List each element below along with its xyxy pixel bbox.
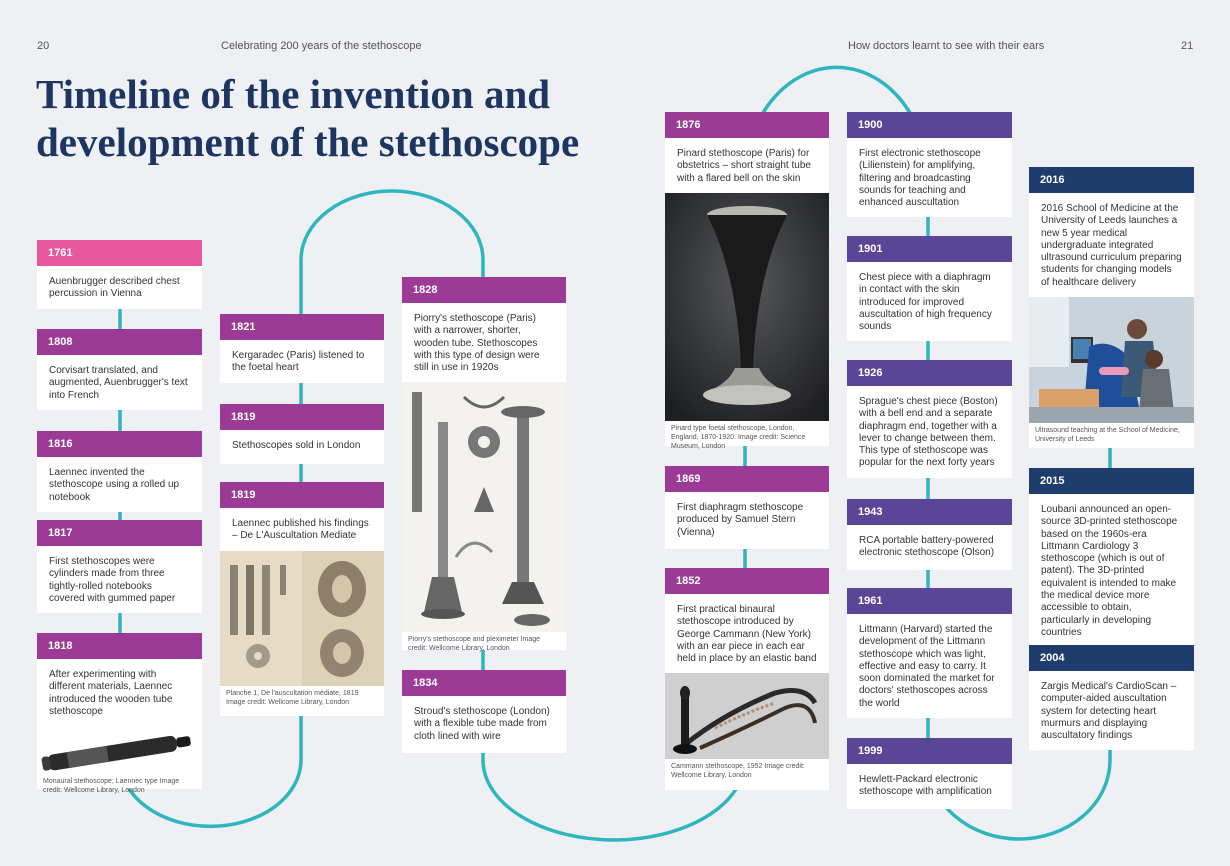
event-text: Piorry's stethoscope (Paris) with a narr… — [402, 303, 566, 382]
event-card-1834: 1834 Stroud's stethoscope (London) with … — [402, 670, 566, 753]
image-caption: Piorry's stethoscope and pleximeter Imag… — [402, 632, 566, 657]
event-text: Kergaradec (Paris) listened to the foeta… — [220, 340, 384, 383]
event-year: 1808 — [37, 329, 202, 355]
event-year: 1828 — [402, 277, 566, 303]
event-card-1817: 1817 First stethoscopes were cylinders m… — [37, 520, 202, 613]
image-caption: Monaural stethoscope; Laennec type Image… — [37, 774, 202, 799]
event-year: 2004 — [1029, 645, 1194, 671]
event-text: Corvisart translated, and augmented, Aue… — [37, 355, 202, 410]
event-card-1821: 1821 Kergaradec (Paris) listened to the … — [220, 314, 384, 383]
image-caption: Ultrasound teaching at the School of Med… — [1029, 423, 1194, 448]
cammann-stethoscope-image — [665, 673, 829, 759]
event-text: Littmann (Harvard) started the developme… — [847, 614, 1012, 718]
event-year: 1819 — [220, 404, 384, 430]
event-year: 1821 — [220, 314, 384, 340]
event-year: 1817 — [37, 520, 202, 546]
event-text: First practical binaural stethoscope int… — [665, 594, 829, 673]
monaural-stethoscope-image — [37, 726, 202, 774]
event-card-1901: 1901 Chest piece with a diaphragm in con… — [847, 236, 1012, 341]
event-year: 1818 — [37, 633, 202, 659]
event-card-2016: 2016 2016 School of Medicine at the Univ… — [1029, 167, 1194, 448]
event-card-1828: 1828 Piorry's stethoscope (Paris) with a… — [402, 277, 566, 650]
event-year: 1816 — [37, 431, 202, 457]
event-year: 1876 — [665, 112, 829, 138]
event-text: Pinard stethoscope (Paris) for obstetric… — [665, 138, 829, 193]
event-year: 1901 — [847, 236, 1012, 262]
event-card-1816: 1816 Laennec invented the stethoscope us… — [37, 431, 202, 512]
event-text: First stethoscopes were cylinders made f… — [37, 546, 202, 613]
image-caption: Planche 1, De l'auscultation médiate, 18… — [220, 686, 384, 711]
image-caption: Pinard type foetal stethoscope, London, … — [665, 421, 829, 455]
event-year: 1761 — [37, 240, 202, 266]
event-text: Laennec invented the stethoscope using a… — [37, 457, 202, 512]
event-card-1818: 1818 After experimenting with different … — [37, 633, 202, 789]
event-card-1808: 1808 Corvisart translated, and augmented… — [37, 329, 202, 410]
event-year: 1834 — [402, 670, 566, 696]
event-card-1961: 1961 Littmann (Harvard) started the deve… — [847, 588, 1012, 718]
event-card-1761: 1761 Auenbrugger described chest percuss… — [37, 240, 202, 309]
event-year: 1869 — [665, 466, 829, 492]
event-text: Chest piece with a diaphragm in contact … — [847, 262, 1012, 341]
laennec-plate-image — [220, 551, 384, 686]
event-text: Hewlett-Packard electronic stethoscope w… — [847, 764, 1012, 809]
event-card-1819-sold: 1819 Stethoscopes sold in London — [220, 404, 384, 464]
event-year: 1926 — [847, 360, 1012, 386]
image-caption: Cammann stethoscope, 1952 Image credit: … — [665, 759, 829, 784]
event-card-1999: 1999 Hewlett-Packard electronic stethosc… — [847, 738, 1012, 809]
event-card-2015: 2015 Loubani announced an open-source 3D… — [1029, 468, 1194, 647]
event-text: First diaphragm stethoscope produced by … — [665, 492, 829, 549]
event-card-1819-published: 1819 Laennec published his findings – De… — [220, 482, 384, 716]
event-text: Stroud's stethoscope (London) with a fle… — [402, 696, 566, 753]
event-year: 1900 — [847, 112, 1012, 138]
event-card-1926: 1926 Sprague's chest piece (Boston) with… — [847, 360, 1012, 478]
event-text: After experimenting with different mater… — [37, 659, 202, 726]
event-text: Sprague's chest piece (Boston) with a be… — [847, 386, 1012, 478]
event-text: Zargis Medical's CardioScan – computer-a… — [1029, 671, 1194, 750]
event-text: Loubani announced an open-source 3D-prin… — [1029, 494, 1194, 647]
event-text: Auenbrugger described chest percussion i… — [37, 266, 202, 309]
event-year: 2015 — [1029, 468, 1194, 494]
event-year: 2016 — [1029, 167, 1194, 193]
event-card-1869: 1869 First diaphragm stethoscope produce… — [665, 466, 829, 549]
event-card-2004: 2004 Zargis Medical's CardioScan – compu… — [1029, 645, 1194, 750]
event-year: 1819 — [220, 482, 384, 508]
event-text: First electronic stethoscope (Lilienstei… — [847, 138, 1012, 217]
event-text: 2016 School of Medicine at the Universit… — [1029, 193, 1194, 297]
event-year: 1999 — [847, 738, 1012, 764]
event-year: 1943 — [847, 499, 1012, 525]
event-year: 1852 — [665, 568, 829, 594]
event-text: Laennec published his findings – De L'Au… — [220, 508, 384, 551]
event-text: Stethoscopes sold in London — [220, 430, 384, 464]
pinard-stethoscope-image — [665, 193, 829, 421]
event-card-1943: 1943 RCA portable battery-powered electr… — [847, 499, 1012, 570]
event-card-1900: 1900 First electronic stethoscope (Lilie… — [847, 112, 1012, 217]
event-card-1852: 1852 First practical binaural stethoscop… — [665, 568, 829, 790]
ultrasound-teaching-image — [1029, 297, 1194, 423]
event-text: RCA portable battery-powered electronic … — [847, 525, 1012, 570]
piorry-stethoscope-image — [402, 382, 566, 632]
event-card-1876: 1876 Pinard stethoscope (Paris) for obst… — [665, 112, 829, 446]
event-year: 1961 — [847, 588, 1012, 614]
